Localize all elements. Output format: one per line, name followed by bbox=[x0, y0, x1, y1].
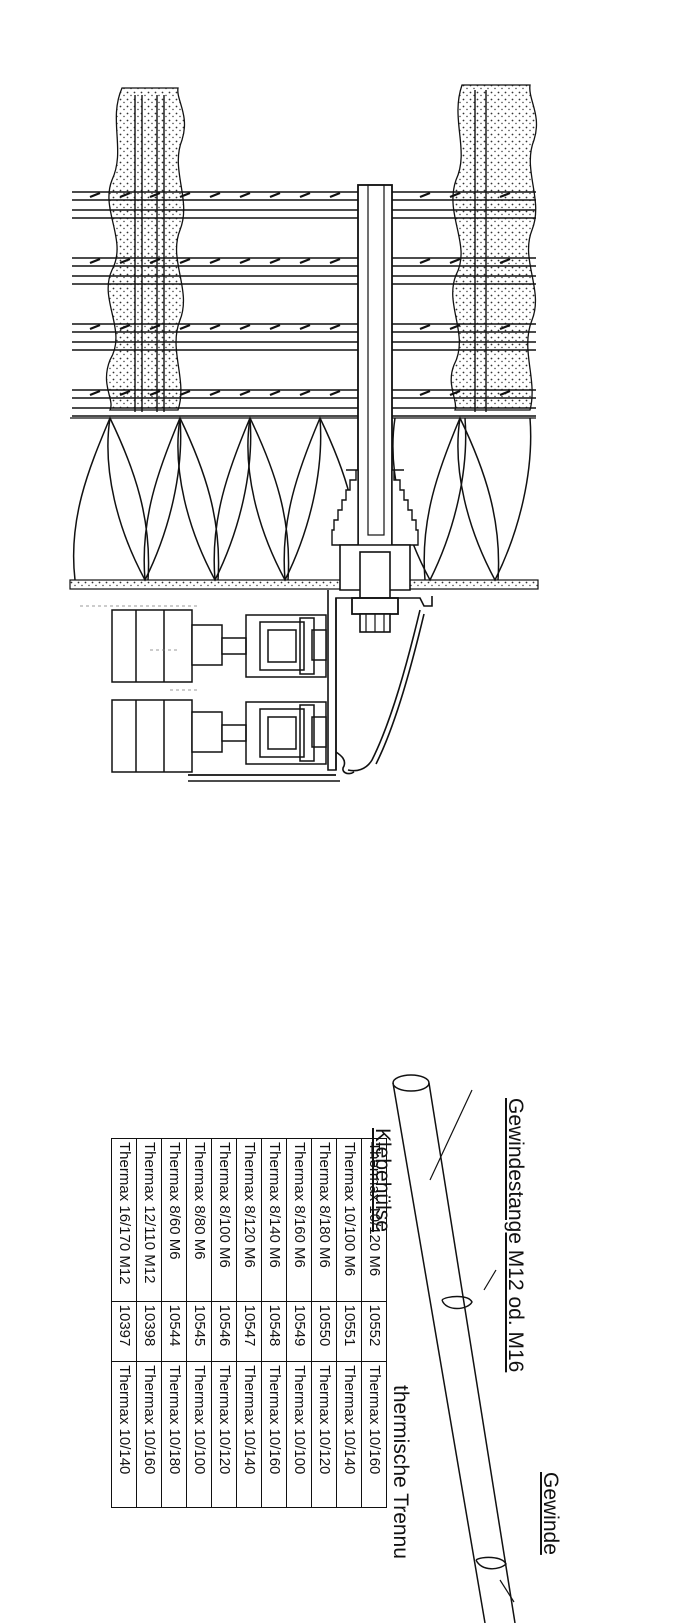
table-cell: Thermax 8/100 M6 bbox=[211, 1138, 237, 1302]
table-cell: Thermax 10/100 bbox=[286, 1361, 312, 1508]
table-cell: 10552 bbox=[361, 1301, 387, 1362]
right-wall-layer bbox=[450, 84, 538, 412]
mounting-profile bbox=[188, 590, 433, 782]
table-cell: 10544 bbox=[161, 1301, 187, 1362]
upper-bracket bbox=[111, 609, 327, 683]
table-cell: Thermax 8/140 M6 bbox=[261, 1138, 287, 1302]
table-cell: Thermax 10/120 bbox=[311, 1361, 337, 1508]
label-gewinde: Gewinde bbox=[539, 1472, 562, 1555]
table-cell: Thermax 10/120 M6 bbox=[361, 1138, 387, 1302]
table-cell: 10550 bbox=[311, 1301, 337, 1362]
table-cell: Thermax 8/60 M6 bbox=[161, 1138, 187, 1302]
table-cell: Thermax 10/140 bbox=[336, 1361, 362, 1508]
label-gewindestange: Gewindestange M12 od. M16 bbox=[504, 1098, 527, 1373]
table-cell: Thermax 8/160 M6 bbox=[286, 1138, 312, 1302]
table-cell: Thermax 10/140 bbox=[236, 1361, 262, 1508]
table-cell: 10551 bbox=[336, 1301, 362, 1362]
table-cell: Thermax 10/140 bbox=[111, 1361, 137, 1508]
table-cell: 10398 bbox=[136, 1301, 162, 1362]
table-cell: Thermax 10/100 bbox=[186, 1361, 212, 1508]
label-thermische-trennung: thermische Trennu bbox=[389, 1385, 412, 1559]
reference-marks bbox=[80, 605, 200, 691]
table-cell: Thermax 8/80 M6 bbox=[186, 1138, 212, 1302]
table-cell: Thermax 8/180 M6 bbox=[311, 1138, 337, 1302]
threaded-rod-detail bbox=[371, 1074, 516, 1623]
table-cell: 10546 bbox=[211, 1301, 237, 1362]
table-cell: Thermax 8/120 M6 bbox=[236, 1138, 262, 1302]
table-cell: Thermax 16/170 M12 bbox=[111, 1138, 137, 1302]
table-cell: Thermax 10/120 bbox=[211, 1361, 237, 1508]
table-cell: Thermax 10/180 bbox=[161, 1361, 187, 1508]
table-cell: 10545 bbox=[186, 1301, 212, 1362]
base-board bbox=[69, 579, 539, 590]
table-cell: 10397 bbox=[111, 1301, 137, 1362]
left-wall-layer bbox=[105, 87, 186, 412]
lower-bracket bbox=[111, 699, 327, 773]
table-cell: 10548 bbox=[261, 1301, 287, 1362]
anchor-assembly bbox=[331, 184, 419, 633]
table-cell: Thermax 10/100 M6 bbox=[336, 1138, 362, 1302]
batten-layers bbox=[72, 191, 536, 417]
table-cell: Thermax 10/160 bbox=[361, 1361, 387, 1508]
table-cell: Thermax 10/160 bbox=[261, 1361, 287, 1508]
table-cell: Thermax 10/160 bbox=[136, 1361, 162, 1508]
table-cell: 10549 bbox=[286, 1301, 312, 1362]
insulation-layer bbox=[70, 416, 536, 582]
table-cell: 10547 bbox=[236, 1301, 262, 1362]
table-cell: Thermax 12/110 M12 bbox=[136, 1138, 162, 1302]
